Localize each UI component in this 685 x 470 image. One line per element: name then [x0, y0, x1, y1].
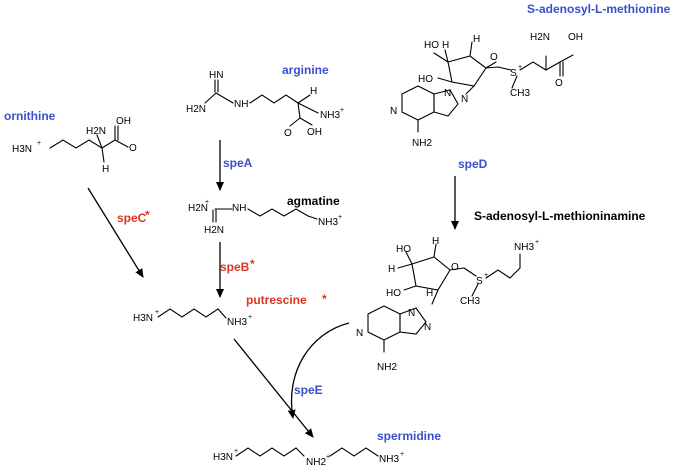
svg-text:O: O	[451, 262, 459, 273]
svg-text:+: +	[326, 454, 330, 461]
svg-text:H2N: H2N	[188, 203, 208, 214]
svg-text:H3N: H3N	[213, 452, 233, 463]
svg-text:N: N	[408, 308, 415, 319]
svg-text:NH3: NH3	[514, 242, 534, 253]
svg-text:NH3: NH3	[227, 317, 247, 328]
arrow-speE-main	[233, 338, 314, 438]
dcsam-structure: HO H H HO S + CH3 NH3 + H O N N N NH2	[356, 236, 539, 373]
svg-text:+: +	[338, 214, 342, 221]
svg-text:N: N	[356, 328, 363, 339]
label-sam: S-adenosyl-L-methionine	[527, 2, 671, 16]
svg-text:OH: OH	[568, 32, 583, 43]
enzyme-speB: speB	[220, 260, 250, 274]
svg-text:+: +	[484, 272, 488, 279]
svg-text:H2N: H2N	[86, 126, 106, 137]
svg-text:HO: HO	[386, 288, 401, 299]
svg-text:NH2: NH2	[306, 457, 326, 468]
svg-text:O: O	[555, 78, 563, 89]
svg-text:+: +	[37, 140, 41, 147]
svg-text:HO: HO	[424, 40, 439, 51]
label-arginine: arginine	[282, 63, 329, 77]
svg-text:+: +	[248, 314, 252, 321]
svg-text:H: H	[310, 86, 317, 97]
svg-text:NH2: NH2	[377, 362, 397, 373]
svg-text:CH3: CH3	[460, 296, 480, 307]
svg-text:H: H	[473, 34, 480, 45]
svg-text:H: H	[432, 236, 439, 247]
enzyme-speA: speA	[223, 156, 253, 170]
label-agmatine: agmatine	[287, 194, 340, 208]
svg-text:NH: NH	[234, 99, 248, 110]
svg-text:OH: OH	[307, 127, 322, 138]
svg-text:HO: HO	[418, 74, 433, 85]
svg-text:NH: NH	[232, 203, 246, 214]
arrow-speE-curve	[287, 322, 350, 419]
svg-text:NH2: NH2	[412, 138, 432, 149]
putrescine-star: *	[322, 292, 327, 306]
svg-text:H3N: H3N	[12, 144, 32, 155]
speB-star: *	[250, 257, 255, 271]
svg-text:S: S	[510, 68, 517, 79]
putrescine-structure: H3N + NH3 +	[133, 308, 252, 328]
svg-text:N: N	[444, 88, 451, 99]
svg-text:NH3: NH3	[318, 217, 338, 228]
svg-text:H: H	[102, 164, 109, 175]
enzyme-speD: speD	[458, 157, 488, 171]
label-ornithine: ornithine	[4, 109, 56, 123]
label-spermidine: spermidine	[377, 429, 441, 443]
enzyme-speE: speE	[294, 383, 323, 397]
svg-text:H: H	[388, 264, 395, 275]
svg-text:O: O	[490, 52, 498, 63]
enzyme-speC: speC	[117, 211, 147, 225]
svg-text:H3N: H3N	[133, 313, 153, 324]
svg-text:+: +	[340, 107, 344, 114]
svg-text:N: N	[461, 94, 468, 105]
svg-text:+: +	[155, 309, 159, 316]
svg-text:O: O	[129, 143, 137, 154]
svg-text:HN: HN	[209, 70, 223, 81]
svg-text:H2N: H2N	[186, 104, 206, 115]
svg-text:+: +	[400, 451, 404, 458]
svg-text:+: +	[205, 199, 209, 206]
sam-structure: HO H H HO O S + CH3 H2N OH O N N N NH2	[390, 32, 583, 149]
ornithine-structure: H3N + H2N OH O H	[12, 116, 137, 175]
svg-text:N: N	[424, 322, 431, 333]
svg-text:+: +	[518, 64, 522, 71]
spermidine-structure: H3N + NH2 + NH3 +	[213, 447, 404, 468]
arginine-structure: HN H2N NH H NH3 + O OH	[186, 70, 344, 139]
svg-text:CH3: CH3	[510, 88, 530, 99]
svg-text:H2N: H2N	[530, 32, 550, 43]
svg-text:OH: OH	[116, 116, 131, 127]
agmatine-structure: H2N + NH H2N NH3 +	[188, 199, 342, 236]
svg-text:+: +	[535, 239, 539, 246]
speC-star: *	[145, 208, 150, 222]
svg-text:NH3: NH3	[320, 110, 340, 121]
svg-text:H: H	[442, 40, 449, 51]
svg-text:HO: HO	[396, 244, 411, 255]
svg-text:S: S	[476, 276, 483, 287]
svg-text:NH3: NH3	[379, 454, 399, 465]
svg-text:+: +	[234, 448, 238, 455]
arrow-speC	[87, 187, 144, 278]
label-putrescine: putrescine	[246, 293, 307, 307]
label-dcsam: S-adenosyl-L-methioninamine	[474, 209, 646, 223]
svg-text:O: O	[284, 128, 292, 139]
svg-text:H: H	[426, 288, 433, 299]
svg-text:H2N: H2N	[204, 225, 224, 236]
svg-text:N: N	[390, 106, 397, 117]
